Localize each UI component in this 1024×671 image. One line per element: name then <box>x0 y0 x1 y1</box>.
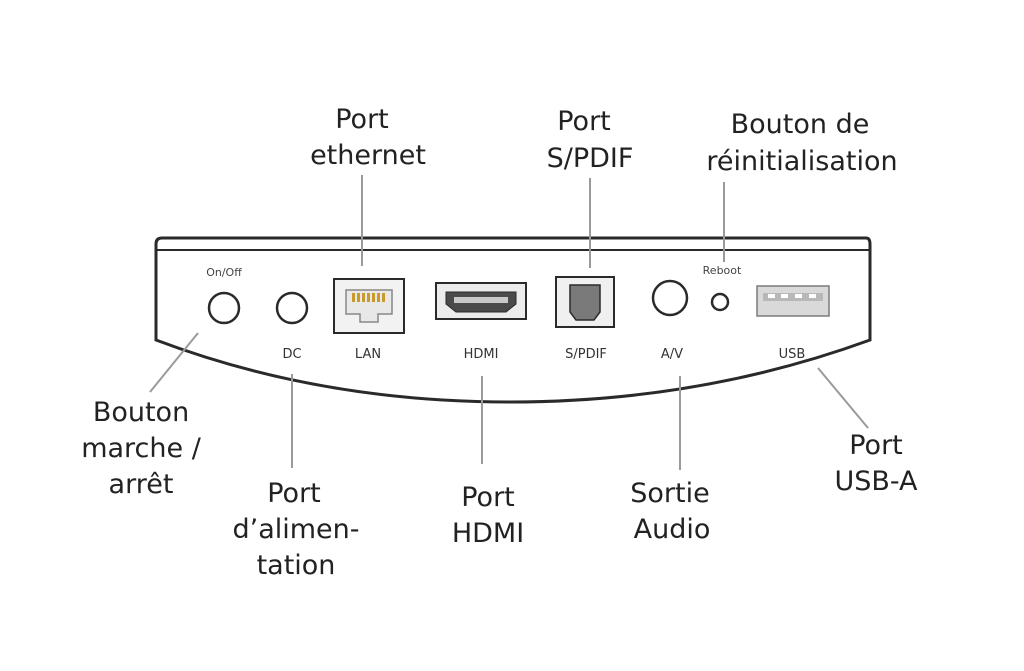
callout-reset-line1: Bouton de <box>731 109 870 140</box>
callout-power-button-line3: arrêt <box>109 469 174 500</box>
callout-power-port-line1: Port <box>267 478 321 509</box>
callout-power-port-line3: tation <box>257 550 336 581</box>
reboot-label: Reboot <box>703 264 742 277</box>
hdmi-port: HDMI <box>435 282 527 362</box>
reboot-button-circle <box>710 292 730 312</box>
callout-power-button-line2: marche / <box>81 433 202 464</box>
dc-label: DC <box>282 347 301 362</box>
callout-ethernet-line1: Port <box>335 104 389 135</box>
callout-hdmi-line1: Port <box>461 482 515 513</box>
lan-label: LAN <box>355 347 381 362</box>
usb-contacts <box>768 294 816 298</box>
callout-reset: Bouton de réinitialisation <box>706 109 897 177</box>
av-label: A/V <box>661 347 683 362</box>
callout-power-button: Bouton marche / arrêt <box>81 397 202 500</box>
callout-spdif: Port S/PDIF <box>547 106 634 174</box>
hdmi-contacts <box>454 297 508 303</box>
callout-hdmi-line2: HDMI <box>452 518 524 549</box>
hdmi-label: HDMI <box>464 347 499 362</box>
callout-usb-line1: Port <box>849 430 903 461</box>
lan-port: LAN <box>333 278 405 362</box>
callout-spdif-line2: S/PDIF <box>547 143 634 174</box>
callout-power-button-line1: Bouton <box>93 397 189 428</box>
power-button: On/Off <box>206 266 242 325</box>
callout-ethernet-line2: ethernet <box>310 140 426 171</box>
dc-port: DC <box>275 291 309 362</box>
callout-ethernet: Port ethernet <box>310 104 426 171</box>
spdif-label: S/PDIF <box>565 347 607 362</box>
on-off-label: On/Off <box>206 266 242 279</box>
callout-power-port: Port d’alimen- tation <box>232 478 359 581</box>
dc-port-circle <box>275 291 309 325</box>
callout-power-port-line2: d’alimen- <box>232 514 359 545</box>
usb-label: USB <box>779 347 806 362</box>
leader-power-button <box>149 332 199 393</box>
power-button-circle <box>207 291 241 325</box>
callout-usb-line2: USB-A <box>834 466 918 497</box>
lan-pins <box>352 293 385 302</box>
callout-hdmi: Port HDMI <box>452 482 524 549</box>
usb-port: USB <box>756 285 830 362</box>
spdif-optical-opening <box>569 284 601 321</box>
callout-spdif-line1: Port <box>557 106 611 137</box>
av-jack-circle <box>651 279 689 317</box>
callout-audio: Sortie Audio <box>630 478 710 545</box>
leader-lines <box>149 175 869 470</box>
callout-usb: Port USB-A <box>834 430 918 497</box>
reboot-button: Reboot <box>703 264 742 312</box>
spdif-port: S/PDIF <box>555 276 615 362</box>
leader-usb <box>817 367 869 429</box>
av-jack: A/V <box>651 279 689 362</box>
callout-audio-line1: Sortie <box>630 478 709 509</box>
callout-reset-line2: réinitialisation <box>706 146 897 177</box>
callout-audio-line2: Audio <box>634 514 711 545</box>
usb-tongue <box>763 293 823 301</box>
